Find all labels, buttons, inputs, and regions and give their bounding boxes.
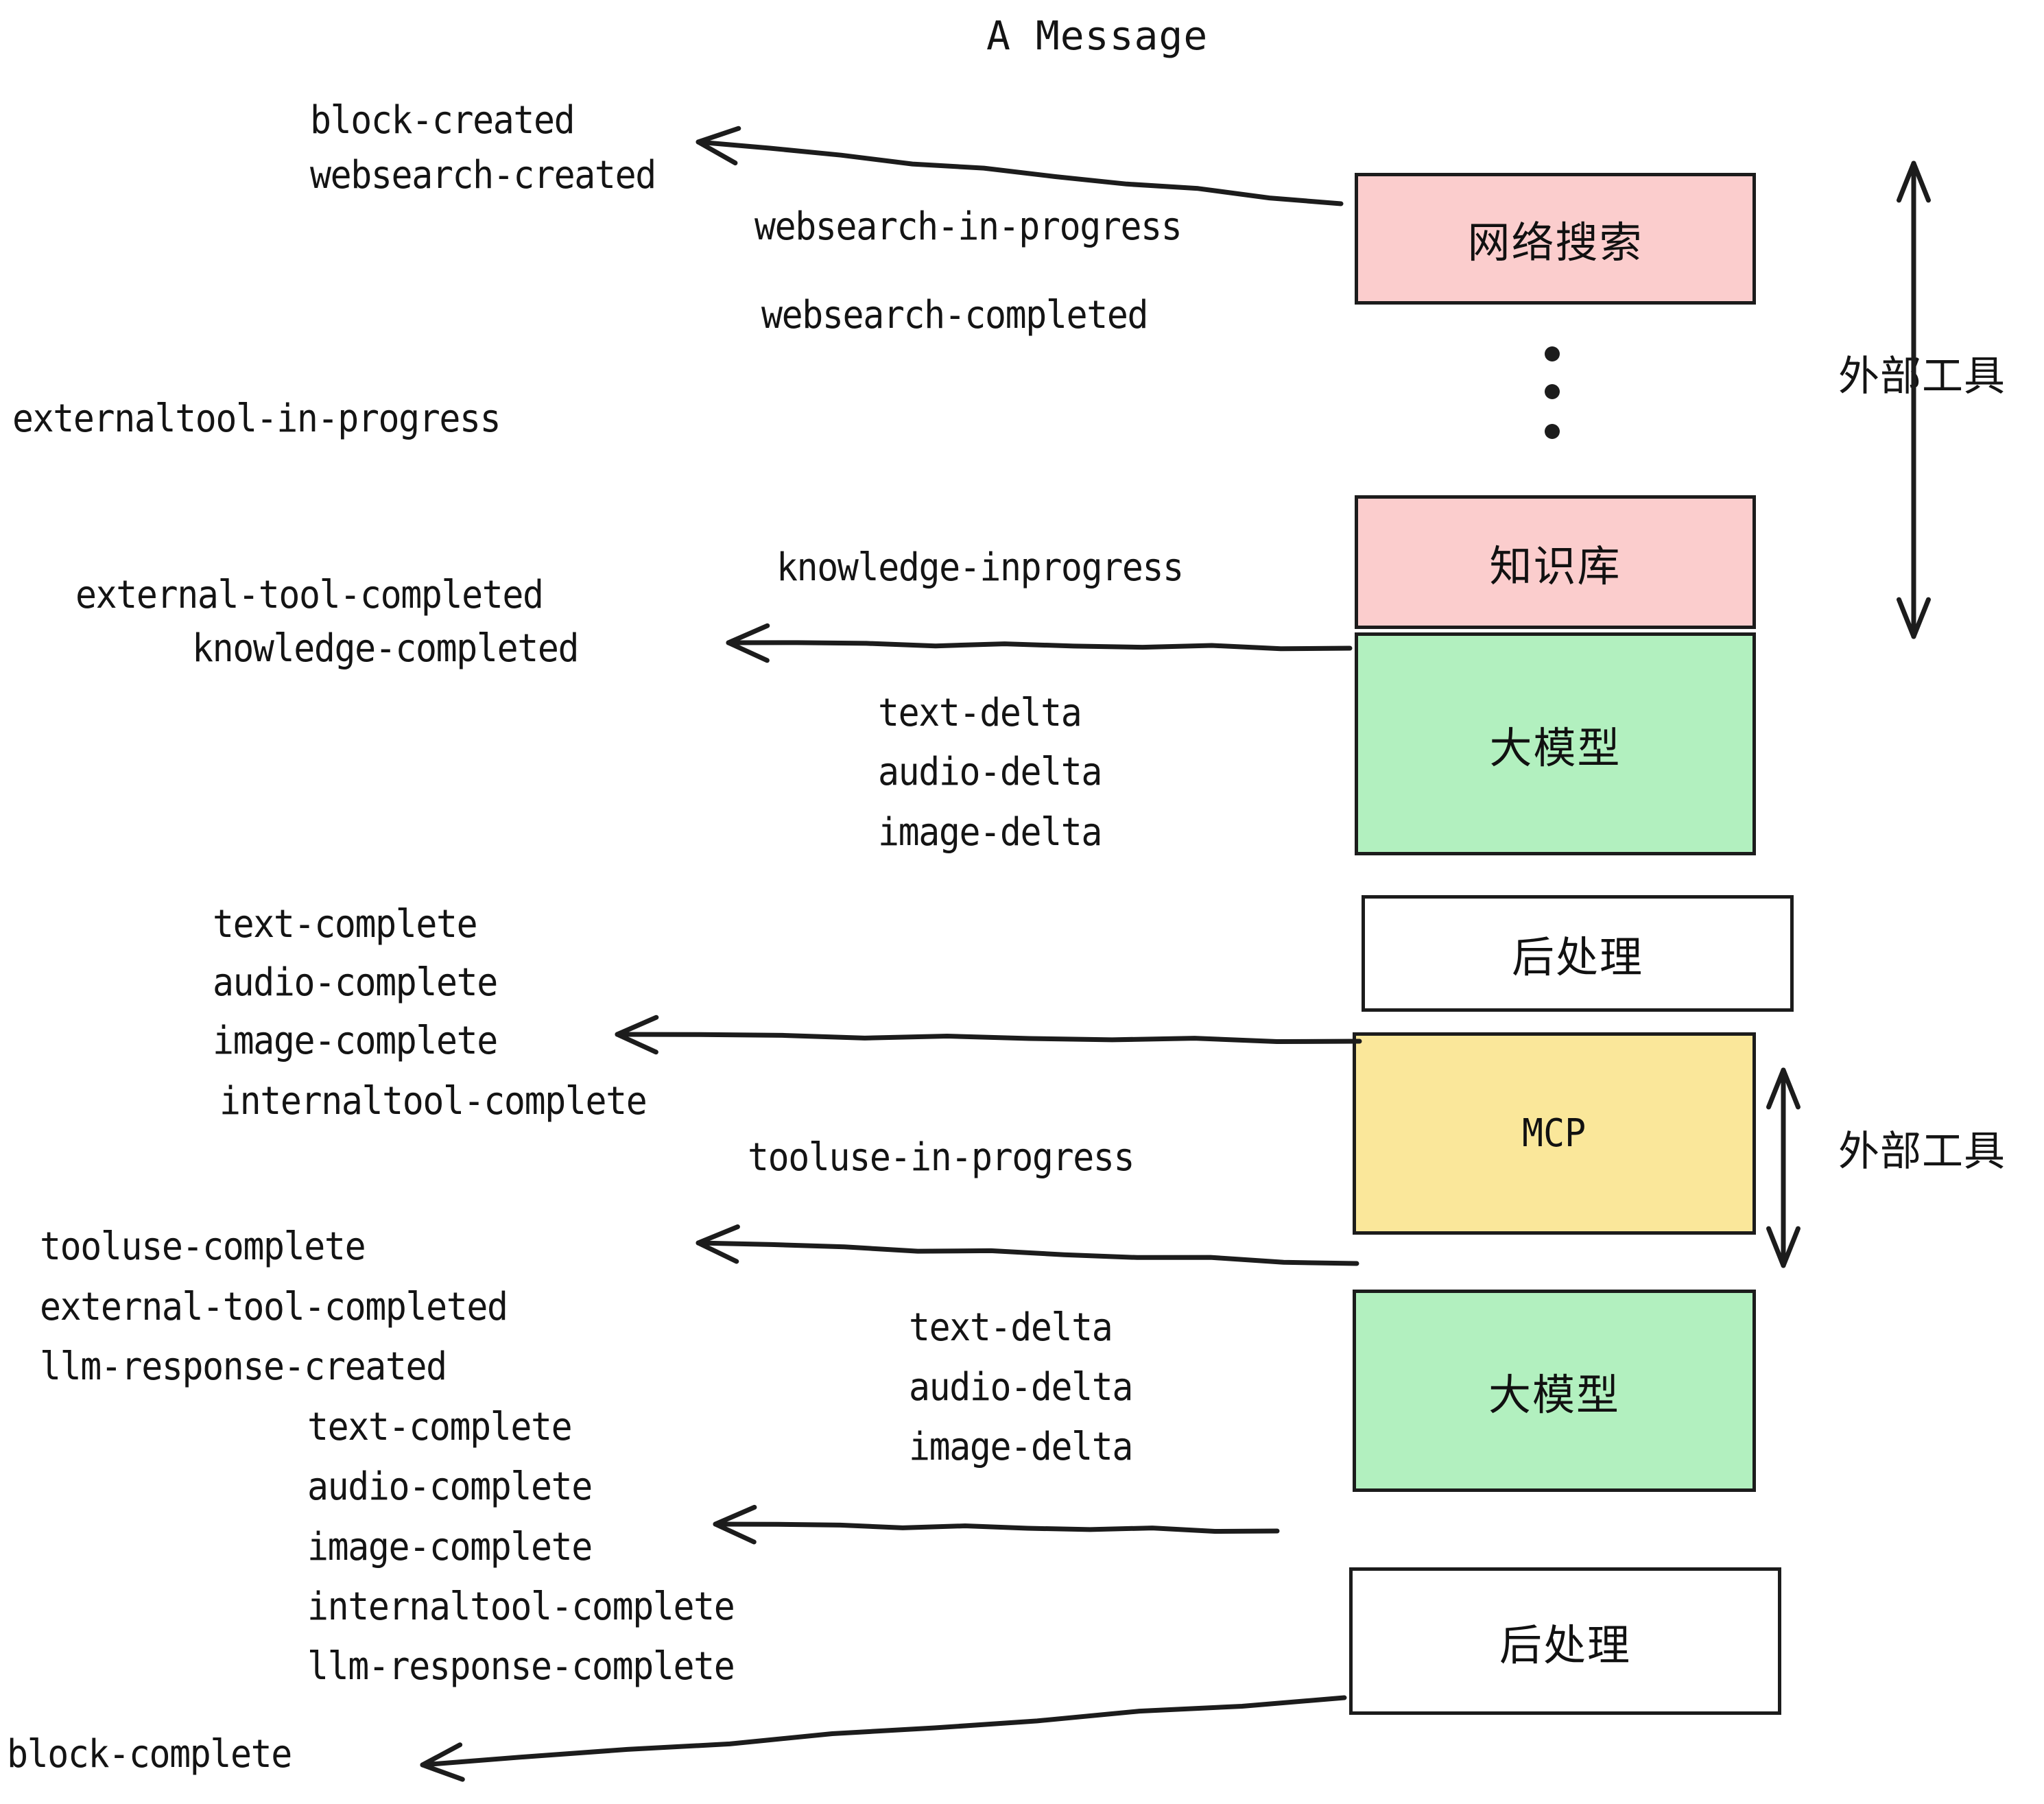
page-title: A Message bbox=[986, 12, 1209, 59]
process-box: 后处理 bbox=[1349, 1567, 1781, 1715]
tooluse-done-arrow bbox=[696, 1224, 1359, 1266]
block-complete-arrow bbox=[420, 1695, 1347, 1782]
event-label: external-tool-completed bbox=[40, 1285, 508, 1329]
event-label: block-complete bbox=[7, 1732, 292, 1777]
event-label: websearch-completed bbox=[761, 293, 1149, 337]
ellipsis-dot-icon bbox=[1545, 384, 1560, 399]
event-label: audio-delta bbox=[909, 1365, 1133, 1410]
event-label: image-complete bbox=[213, 1019, 498, 1063]
block-created-arrow bbox=[696, 126, 1344, 206]
event-label: text-delta bbox=[878, 691, 1082, 735]
event-label: text-complete bbox=[213, 902, 478, 947]
process-box: 后处理 bbox=[1362, 895, 1794, 1012]
process-box-label: 大模型 bbox=[1489, 722, 1621, 773]
event-label: knowledge-completed bbox=[192, 626, 580, 671]
event-label: text-delta bbox=[909, 1305, 1113, 1350]
process-box: 知识库 bbox=[1355, 495, 1756, 629]
event-label: llm-response-complete bbox=[307, 1644, 735, 1689]
event-label: knowledge-inprogress bbox=[776, 545, 1184, 590]
event-label: external-tool-completed bbox=[75, 573, 544, 617]
knowledge-done-arrow bbox=[726, 623, 1353, 663]
event-label: block-created bbox=[310, 98, 575, 143]
process-box-label: 后处理 bbox=[1511, 932, 1643, 982]
event-label: externaltool-in-progress bbox=[12, 396, 501, 441]
process-box: 大模型 bbox=[1355, 632, 1756, 855]
event-label: websearch-in-progress bbox=[754, 204, 1183, 249]
process-box: MCP bbox=[1353, 1032, 1756, 1235]
external-tool-range-label: 外部工具 bbox=[1838, 353, 2006, 401]
event-label: image-complete bbox=[307, 1525, 593, 1569]
event-label: audio-complete bbox=[213, 960, 498, 1005]
event-label: llm-response-created bbox=[40, 1344, 447, 1389]
ellipsis-dot-icon bbox=[1545, 346, 1560, 361]
process-box: 大模型 bbox=[1353, 1290, 1756, 1492]
process-box-label: 网络搜索 bbox=[1467, 217, 1643, 268]
event-label: audio-delta bbox=[878, 750, 1102, 794]
process-box-label: 知识库 bbox=[1489, 541, 1621, 591]
audio-complete-arrow bbox=[713, 1504, 1280, 1545]
process-box-label: 后处理 bbox=[1499, 1619, 1631, 1670]
event-label: tooluse-complete bbox=[40, 1224, 366, 1269]
ellipsis-dot-icon bbox=[1545, 424, 1560, 439]
event-label: internaltool-complete bbox=[307, 1585, 735, 1629]
event-label: internaltool-complete bbox=[219, 1079, 647, 1124]
event-label: image-delta bbox=[909, 1425, 1133, 1469]
event-label: websearch-created bbox=[310, 153, 656, 198]
event-label: audio-complete bbox=[307, 1464, 593, 1509]
external-tool-range-label: 外部工具 bbox=[1838, 1128, 2006, 1176]
process-box: 网络搜索 bbox=[1355, 173, 1756, 305]
event-label: text-complete bbox=[307, 1405, 573, 1449]
event-label: image-delta bbox=[878, 810, 1102, 855]
image-complete-arrow bbox=[615, 1014, 1362, 1055]
process-box-label: MCP bbox=[1522, 1111, 1587, 1156]
external-tools-lower bbox=[1766, 1067, 1801, 1268]
process-box-label: 大模型 bbox=[1488, 1369, 1620, 1420]
event-label: tooluse-in-progress bbox=[748, 1135, 1135, 1180]
